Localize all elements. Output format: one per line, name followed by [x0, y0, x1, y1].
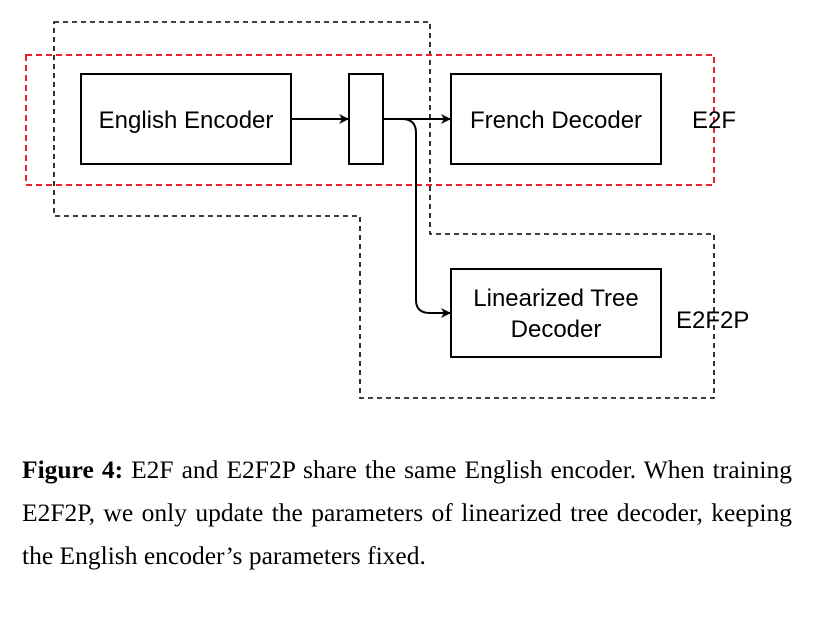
e2f-label: E2F: [692, 107, 736, 134]
caption-text: E2F and E2F2P share the same English enc…: [22, 455, 792, 570]
tree-decoder-label-line2: Decoder: [511, 316, 602, 343]
figure-label: Figure 4:: [22, 455, 124, 484]
tree-decoder-box: [450, 268, 662, 358]
encoder-state-box: [348, 73, 384, 165]
english-encoder-box: [80, 73, 292, 165]
french-decoder-label: French Decoder: [470, 107, 642, 134]
e2f2p-group-outline: [53, 21, 715, 399]
french-decoder-box: [450, 73, 662, 165]
tree-decoder-label-line1: Linearized Tree: [473, 285, 638, 312]
figure-caption: Figure 4:E2F and E2F2P share the same En…: [22, 448, 792, 577]
english-encoder-label: English Encoder: [99, 107, 274, 134]
model-diagram: English Encoder French Decoder Linearize…: [25, 21, 749, 399]
e2f2p-label: E2F2P: [676, 307, 749, 334]
arrow-state-to-tree: [383, 118, 451, 318]
e2f-group-outline: [25, 54, 715, 186]
